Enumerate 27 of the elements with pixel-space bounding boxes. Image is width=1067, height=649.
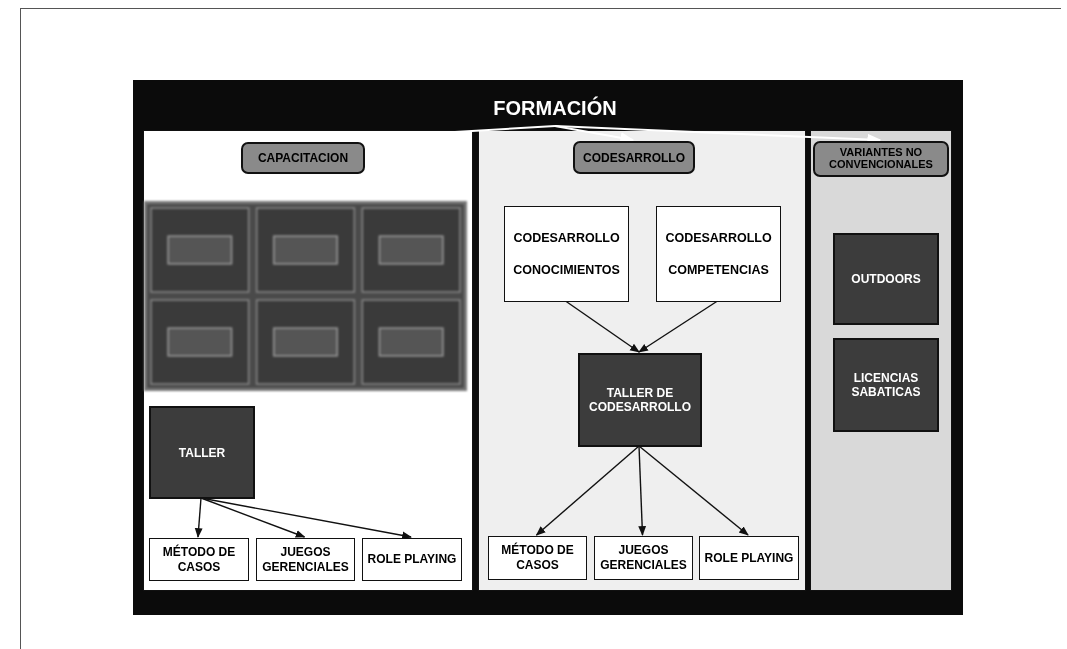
process-box: ROLE PLAYING: [699, 536, 799, 580]
arrow: [194, 497, 203, 538]
process-box: MÉTODO DE CASOS: [149, 538, 249, 581]
section-tag: CODESARROLLO: [573, 141, 695, 174]
process-box: CODESARROLLO COMPETENCIAS: [656, 206, 781, 302]
process-box: ROLE PLAYING: [362, 538, 462, 581]
title-text: FORMACIÓN: [493, 96, 617, 120]
dark-box: TALLER DE CODESARROLLO: [578, 353, 702, 447]
section-panel: [143, 130, 473, 591]
section-panel: [810, 130, 952, 591]
arrow: [200, 497, 306, 538]
section-panel: [478, 130, 806, 591]
arrow: [638, 445, 749, 536]
arrow: [638, 445, 647, 536]
section-tag: CAPACITACION: [241, 142, 365, 174]
arrow: [564, 300, 640, 353]
section-tag: VARIANTES NO CONVENCIONALES: [813, 141, 949, 177]
blurred-image-placeholder: [144, 201, 467, 391]
arrow: [535, 445, 640, 536]
process-box: CODESARROLLO CONOCIMIENTOS: [504, 206, 629, 302]
process-box: JUEGOS GERENCIALES: [594, 536, 693, 580]
dark-box: LICENCIAS SABATICAS: [833, 338, 939, 432]
arrow: [638, 300, 719, 353]
process-box: MÉTODO DE CASOS: [488, 536, 587, 580]
dark-box: TALLER: [149, 406, 255, 499]
dark-box: OUTDOORS: [833, 233, 939, 325]
process-box: JUEGOS GERENCIALES: [256, 538, 355, 581]
